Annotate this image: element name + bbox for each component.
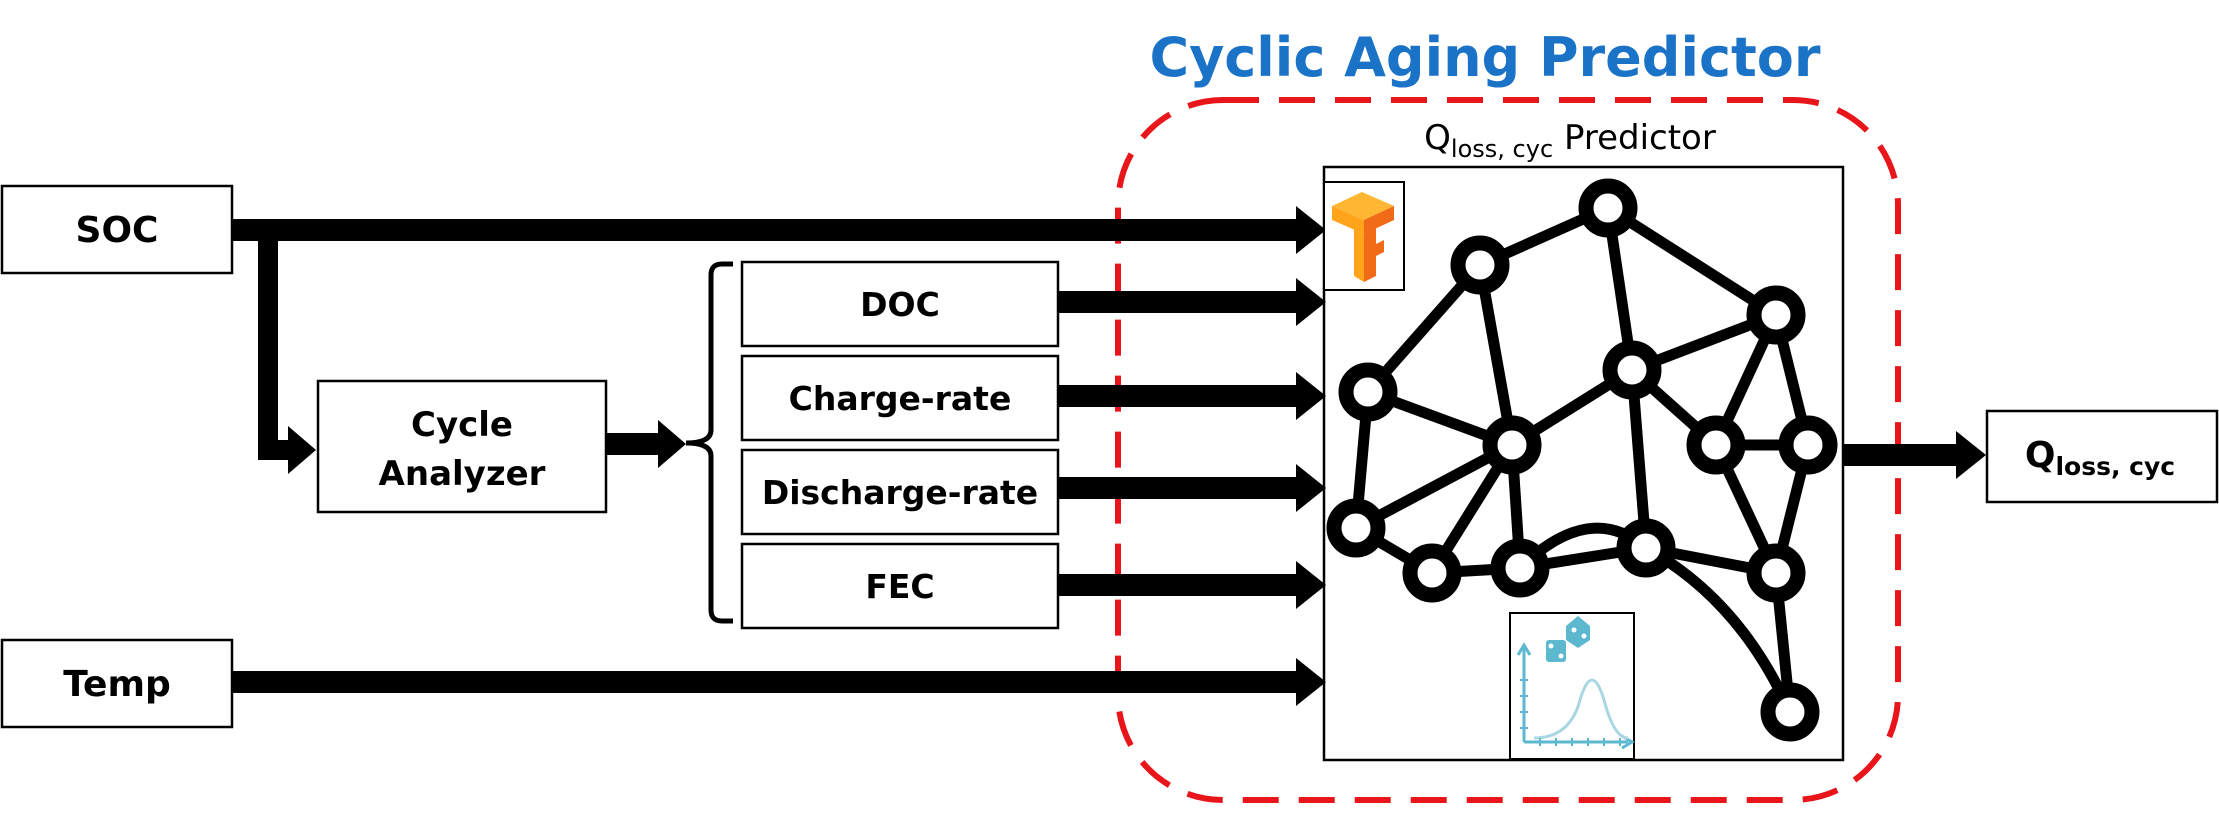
- predictor-label-suffix: Predictor: [1553, 118, 1716, 158]
- soc-label: SOC: [76, 210, 159, 251]
- arrow-cycle-analyzer-to-features: [606, 420, 686, 468]
- feature-doc-label: DOC: [860, 285, 940, 324]
- feature-discharge-rate-label: Discharge-rate: [762, 473, 1038, 512]
- cycle-analyzer-line1: Cycle: [411, 405, 513, 445]
- output-qloss-label: Qloss, cyc: [2025, 435, 2175, 481]
- feature-group-brace: [685, 261, 733, 624]
- arrow-discharge-rate-to-predictor: [1058, 464, 1326, 512]
- tensorflow-logo-icon: [1323, 181, 1405, 291]
- arrow-charge-rate-to-predictor: [1058, 372, 1326, 420]
- feature-discharge-rate-box: Discharge-rate: [740, 448, 1060, 536]
- feature-charge-rate-box: Charge-rate: [740, 354, 1060, 442]
- neural-network-graph-icon: [1326, 178, 1838, 742]
- soc-input-box: SOC: [0, 184, 234, 275]
- cycle-analyzer-box: Cycle Analyzer: [316, 379, 608, 514]
- predictor-label: Qloss, cyc Predictor: [1424, 118, 1716, 163]
- feature-charge-rate-label: Charge-rate: [789, 379, 1012, 418]
- feature-doc-box: DOC: [740, 260, 1060, 348]
- output-qloss-main: Q: [2025, 435, 2056, 476]
- output-qloss-sub: loss, cyc: [2055, 452, 2175, 481]
- probability-distribution-dice-icon: [1509, 612, 1635, 760]
- arrow-temp-to-predictor: [232, 658, 1326, 706]
- temp-label: Temp: [63, 664, 170, 705]
- output-qloss-box: Qloss, cyc: [1985, 409, 2219, 504]
- arrow-soc-to-predictor: [232, 206, 1326, 254]
- arrow-fec-to-predictor: [1058, 561, 1326, 609]
- predictor-label-sub: loss, cyc: [1451, 135, 1553, 163]
- predictor-label-main: Q: [1424, 118, 1451, 158]
- feature-fec-label: FEC: [865, 567, 934, 606]
- diagram-title: Cyclic Aging Predictor: [1149, 26, 1820, 89]
- arrow-predictor-to-output: [1843, 431, 1986, 479]
- temp-input-box: Temp: [0, 638, 234, 729]
- arrow-doc-to-predictor: [1058, 278, 1326, 326]
- cycle-analyzer-line2: Analyzer: [379, 454, 546, 494]
- feature-fec-box: FEC: [740, 542, 1060, 630]
- arrow-soc-to-cycle-analyzer: [258, 230, 316, 474]
